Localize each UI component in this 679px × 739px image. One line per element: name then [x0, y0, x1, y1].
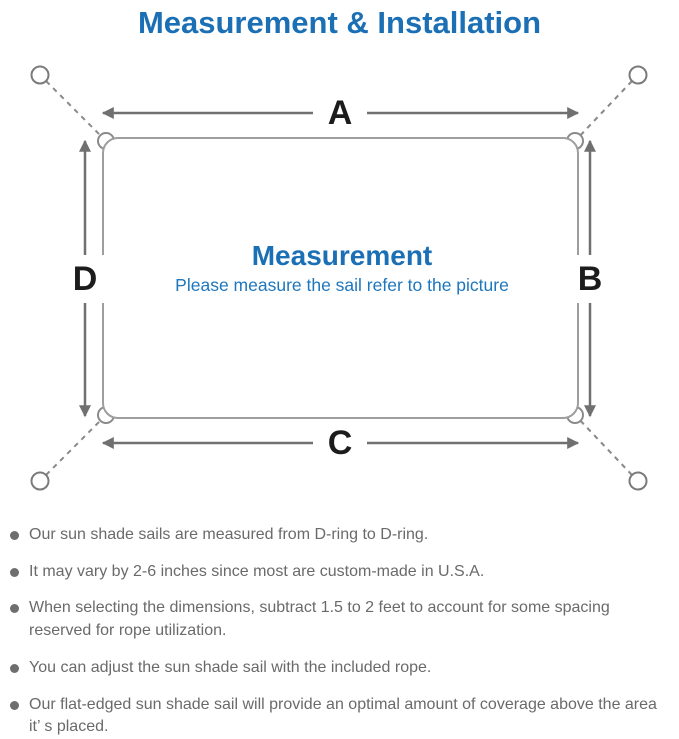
anchor-circle-bottom-left — [30, 471, 50, 491]
anchor-circle-bottom-right — [628, 471, 648, 491]
note-item: Our sun shade sails are measured from D-… — [10, 524, 658, 547]
bullet-dot — [10, 604, 19, 614]
note-text: You can adjust the sun shade sail with t… — [29, 658, 432, 676]
label-gap-b — [566, 255, 614, 303]
page-title: Measurement & Installation — [137, 5, 542, 40]
note-text: It may vary by 2-6 inches since most are… — [29, 562, 485, 580]
label-gap-a — [313, 90, 367, 136]
label-gap-d — [61, 255, 109, 303]
rope-dashed-line-bottom-right — [574, 414, 633, 476]
dimension-label-b: B — [578, 260, 603, 298]
anchor-circle-top-right — [628, 65, 648, 85]
note-text: Our flat-edged sun shade sail will provi… — [29, 695, 657, 736]
label-gap-c — [313, 420, 367, 466]
bullet-dot — [10, 567, 19, 577]
bullet-dot — [10, 663, 19, 673]
note-item: Our flat-edged sun shade sail will provi… — [10, 694, 658, 739]
rope-dashed-line-top-right — [574, 80, 633, 142]
bullet-dot — [10, 700, 19, 710]
diagram-center-subtitle: Please measure the sail refer to the pic… — [175, 275, 509, 295]
note-item: It may vary by 2-6 inches since most are… — [10, 561, 658, 584]
note-text: When selecting the dimensions, subtract … — [29, 599, 610, 640]
dimension-label-c: C — [328, 424, 353, 462]
anchor-circle-top-left — [30, 65, 50, 85]
notes-list: Our sun shade sails are measured from D-… — [10, 524, 658, 739]
dimension-label-d: D — [73, 260, 98, 298]
note-item: When selecting the dimensions, subtract … — [10, 597, 658, 642]
rope-dashed-line-bottom-left — [45, 414, 107, 476]
diagram-center-title: Measurement — [252, 240, 433, 271]
note-text: Our sun shade sails are measured from D-… — [29, 526, 429, 543]
rope-dashed-line-top-left — [45, 80, 107, 142]
note-item: You can adjust the sun shade sail with t… — [10, 657, 658, 680]
measurement-diagram: A B C D Measurement Please measure the s… — [0, 58, 679, 500]
measurement-diagram-svg: A B C D Measurement Please measure the s… — [30, 65, 648, 491]
dimension-label-a: A — [328, 94, 353, 132]
bullet-dot — [10, 531, 19, 540]
